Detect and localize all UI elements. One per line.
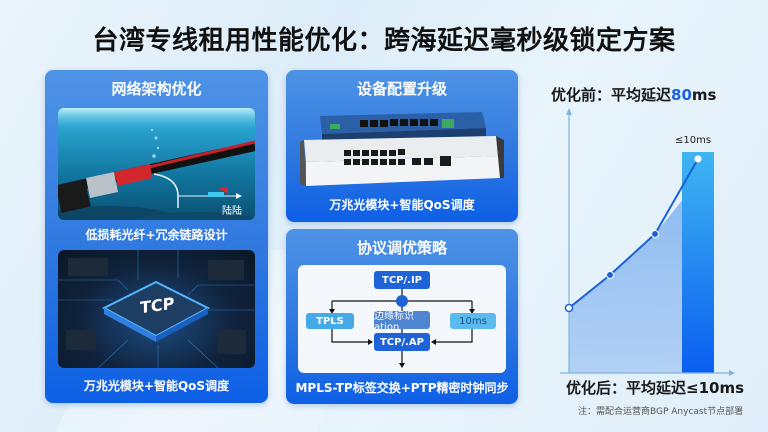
card-title: 设备配置升级 (356, 80, 447, 98)
before-prefix: 优化前：平均延迟 (551, 86, 672, 104)
footnote: 注：需配合运营商BGP Anycast节点部署 (578, 407, 744, 417)
before-unit: ms (691, 86, 717, 104)
card-title: 网络架构优化 (111, 80, 202, 98)
network-switch-image (300, 112, 504, 186)
node-tpls: TPLS (306, 313, 354, 329)
latency-chart (560, 108, 735, 376)
protocol-flow-diagram: TCP/.IP TPLS 边缘标识ation 10ms TCP/.AP (298, 265, 506, 373)
device-caption: 万兆光模块+智能QoS调度 (329, 198, 475, 212)
bar-annotation: ≤10ms (675, 135, 712, 146)
page-title: 台湾专线租用性能优化：跨海延迟毫秒级锁定方案 (92, 26, 676, 56)
card-title: 协议调优策略 (356, 239, 447, 257)
chip-illustration (58, 250, 255, 368)
land-label: 陆陆 (222, 206, 242, 217)
protocol-tuning-card: 协议调优策略 TCP/.IP TPLS 边缘标识ation 10ms TCP/.… (286, 229, 518, 404)
before-value: 80 (671, 86, 692, 104)
network-architecture-card: 网络架构优化 (45, 70, 268, 403)
undersea-cable-illustration (58, 108, 255, 220)
node-tcp-ap: TCP/.AP (374, 333, 430, 351)
undersea-cable-image: 陆陆 (58, 108, 255, 220)
protocol-caption: MPLS-TP标签交换+PTP精密时钟同步 (295, 381, 509, 395)
chip-caption: 万兆光模块+智能QoS调度 (83, 379, 230, 393)
after-latency-label: 优化后：平均延迟≤10ms (566, 379, 745, 397)
network-caption: 低损耗光纤+冗余链路设计 (85, 228, 228, 242)
node-tcp-ip: TCP/.IP (374, 271, 430, 289)
node-edge-identification: 边缘标识ation (374, 311, 430, 333)
before-latency-label: 优化前：平均延迟80ms (551, 84, 716, 105)
device-upgrade-card: 设备配置升级 万兆光模块+智能QoS调度 (286, 70, 518, 222)
tcp-chip-image: TCP (58, 250, 255, 368)
node-10ms: 10ms (450, 313, 496, 329)
